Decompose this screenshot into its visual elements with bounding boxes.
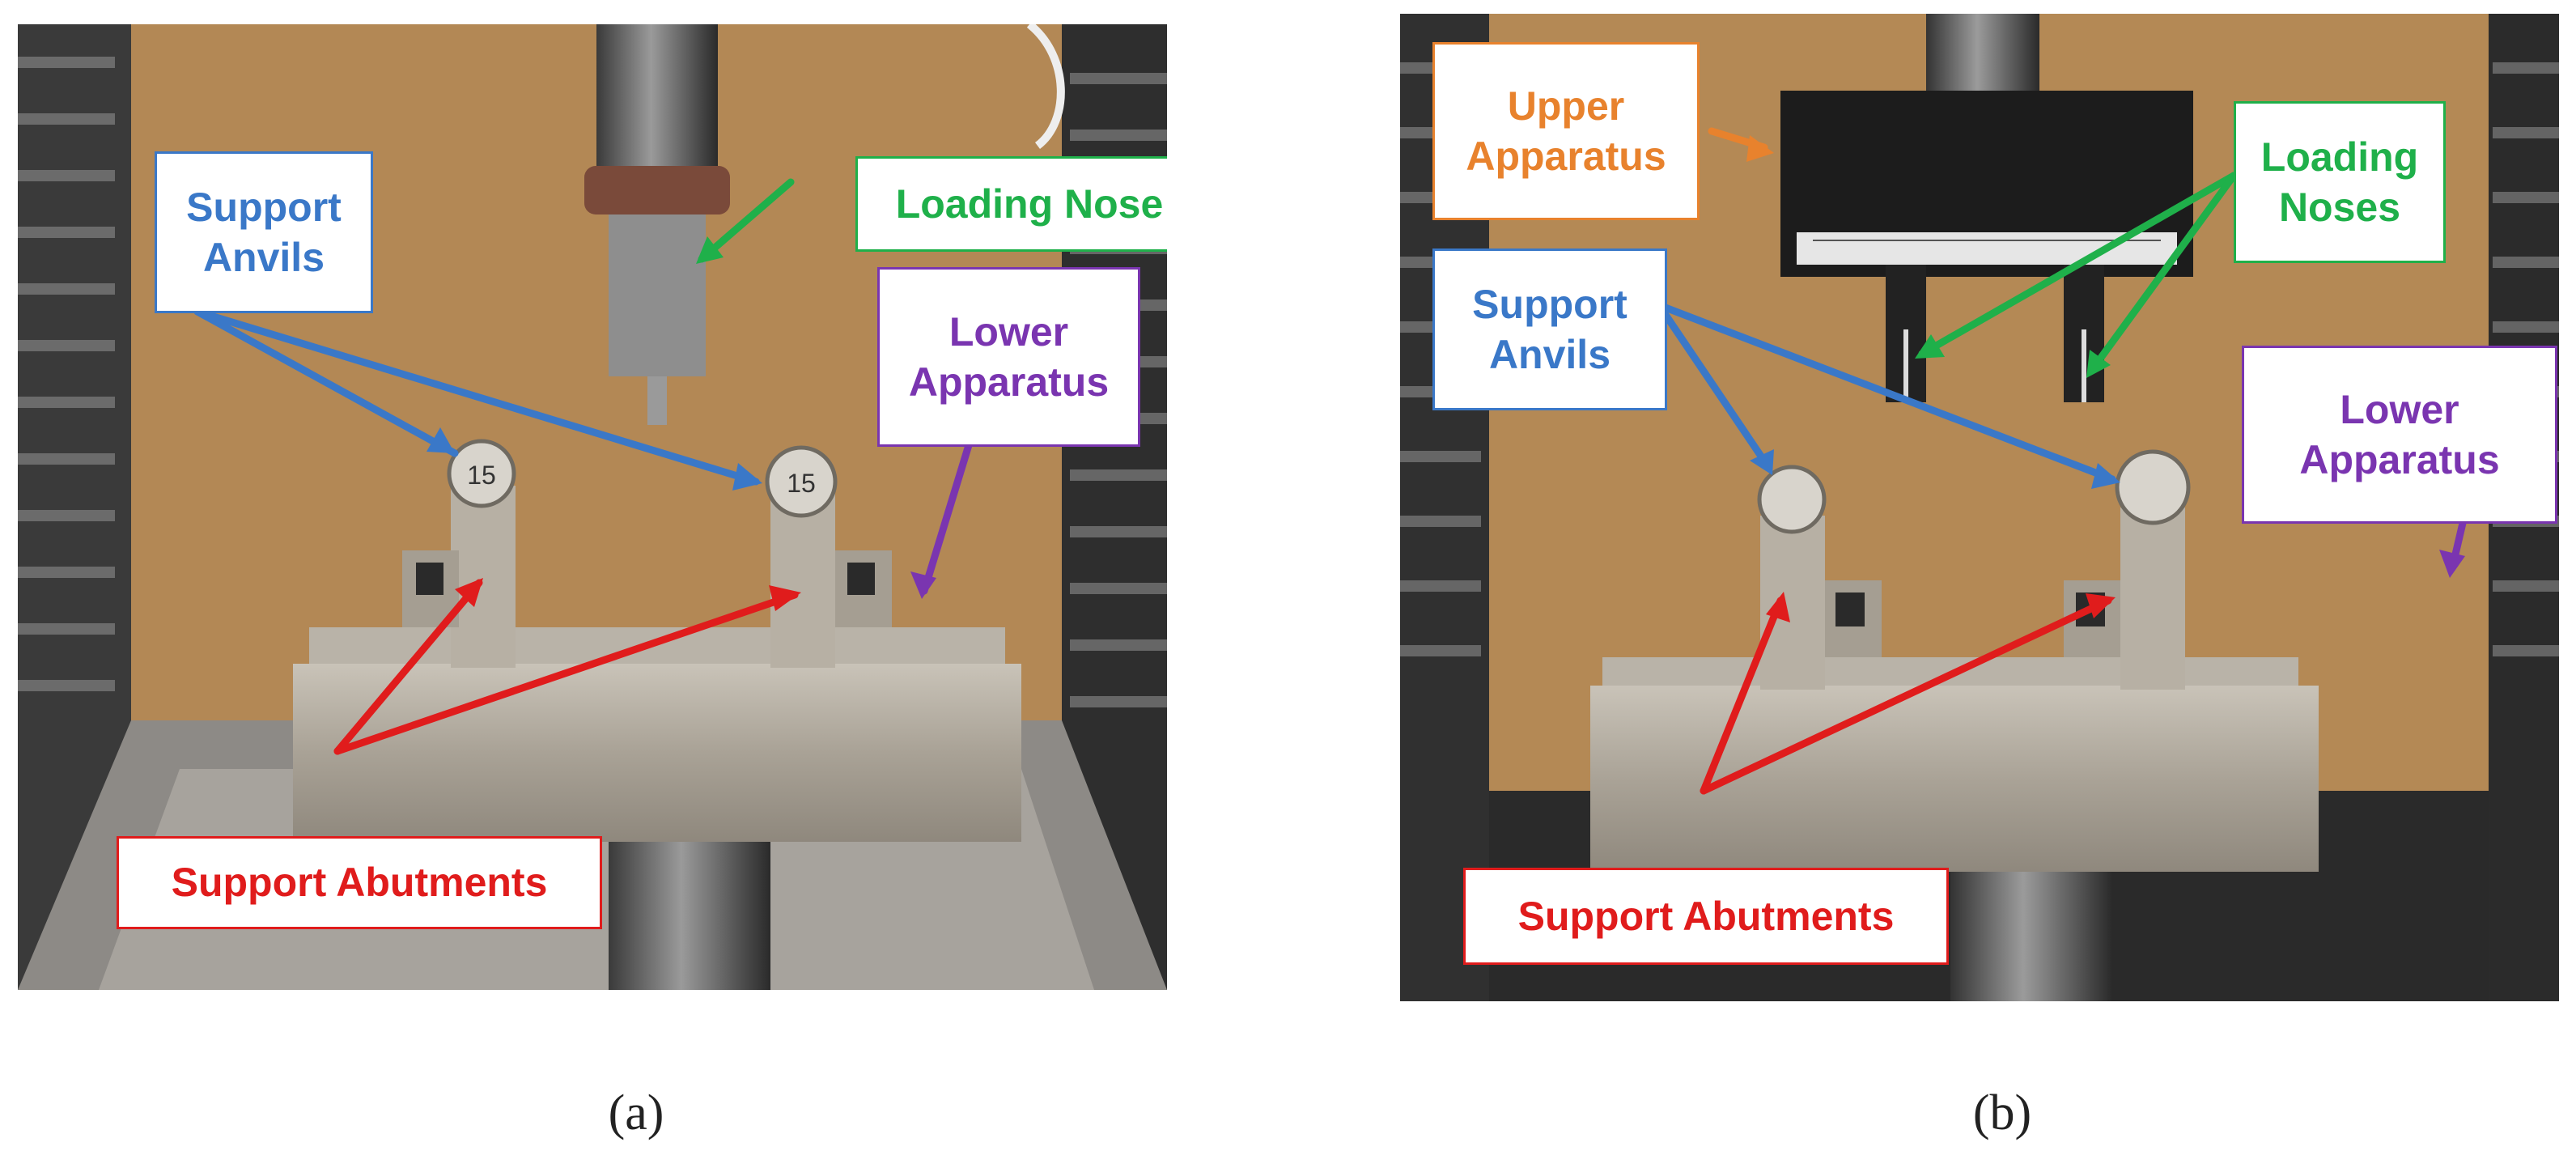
caption-a: (a)	[608, 1085, 664, 1140]
arrowhead-abutments-right-b	[2086, 593, 2116, 618]
arrowhead-abutments-right	[769, 585, 801, 611]
arrow-support-anvils-right	[193, 308, 760, 486]
arrow-support-anvils-left-b	[1655, 301, 1772, 471]
anvil-mark-left: 15	[467, 461, 496, 490]
arrow-support-abutments-left	[333, 579, 483, 755]
label-loading-noses-b: Loading Noses	[2234, 101, 2446, 263]
arrowhead-loading-noses-left	[1915, 334, 1945, 359]
label-lower-apparatus-a: Lower Apparatus	[877, 267, 1140, 447]
arrow-lower-apparatus	[920, 441, 973, 595]
arrowhead-anvils-left-b	[1750, 449, 1774, 475]
arrowhead-lower-apparatus-b	[2439, 550, 2465, 578]
label-support-anvils-b: Support Anvils	[1432, 248, 1667, 410]
caption-b: (b)	[1972, 1085, 2032, 1140]
arrowhead-anvils-right	[732, 463, 762, 491]
arrow-support-abutments-right-b	[1700, 597, 2112, 795]
arrowhead-loading-nose	[696, 236, 724, 264]
arrow-support-anvils-left	[193, 308, 459, 457]
arrowhead-upper-apparatus	[1746, 135, 1774, 162]
arrowhead-abutments-left	[455, 578, 483, 607]
photo-panel-a: 15 15 Support Anvils Loading Nose L	[18, 24, 1167, 990]
anvil-mark-right: 15	[787, 469, 816, 498]
arrow-loading-noses-left	[1918, 172, 2238, 358]
label-loading-nose-a: Loading Nose	[855, 156, 1167, 252]
arrowhead-anvils-right-b	[2091, 463, 2120, 489]
arrowhead-loading-noses-right	[2086, 350, 2111, 378]
arrow-loading-nose	[698, 178, 795, 263]
label-support-abutments-a: Support Abutments	[117, 836, 602, 929]
arrow-support-abutments-right	[333, 591, 799, 755]
arrow-support-abutments-left-b	[1700, 597, 1785, 795]
label-upper-apparatus-b: Upper Apparatus	[1432, 42, 1700, 220]
arrowhead-anvils-left	[427, 427, 455, 453]
photo-panel-b: Upper Apparatus Loading Noses Support An…	[1400, 14, 2559, 1001]
arrow-support-anvils-right-b	[1655, 301, 2116, 483]
arrowhead-abutments-left-b	[1766, 592, 1790, 622]
label-support-anvils-a: Support Anvils	[155, 151, 373, 313]
arrow-loading-noses-right	[2088, 172, 2238, 374]
label-support-abutments-b: Support Abutments	[1463, 868, 1949, 965]
label-lower-apparatus-b: Lower Apparatus	[2242, 346, 2557, 524]
arrowhead-lower-apparatus	[910, 571, 936, 599]
